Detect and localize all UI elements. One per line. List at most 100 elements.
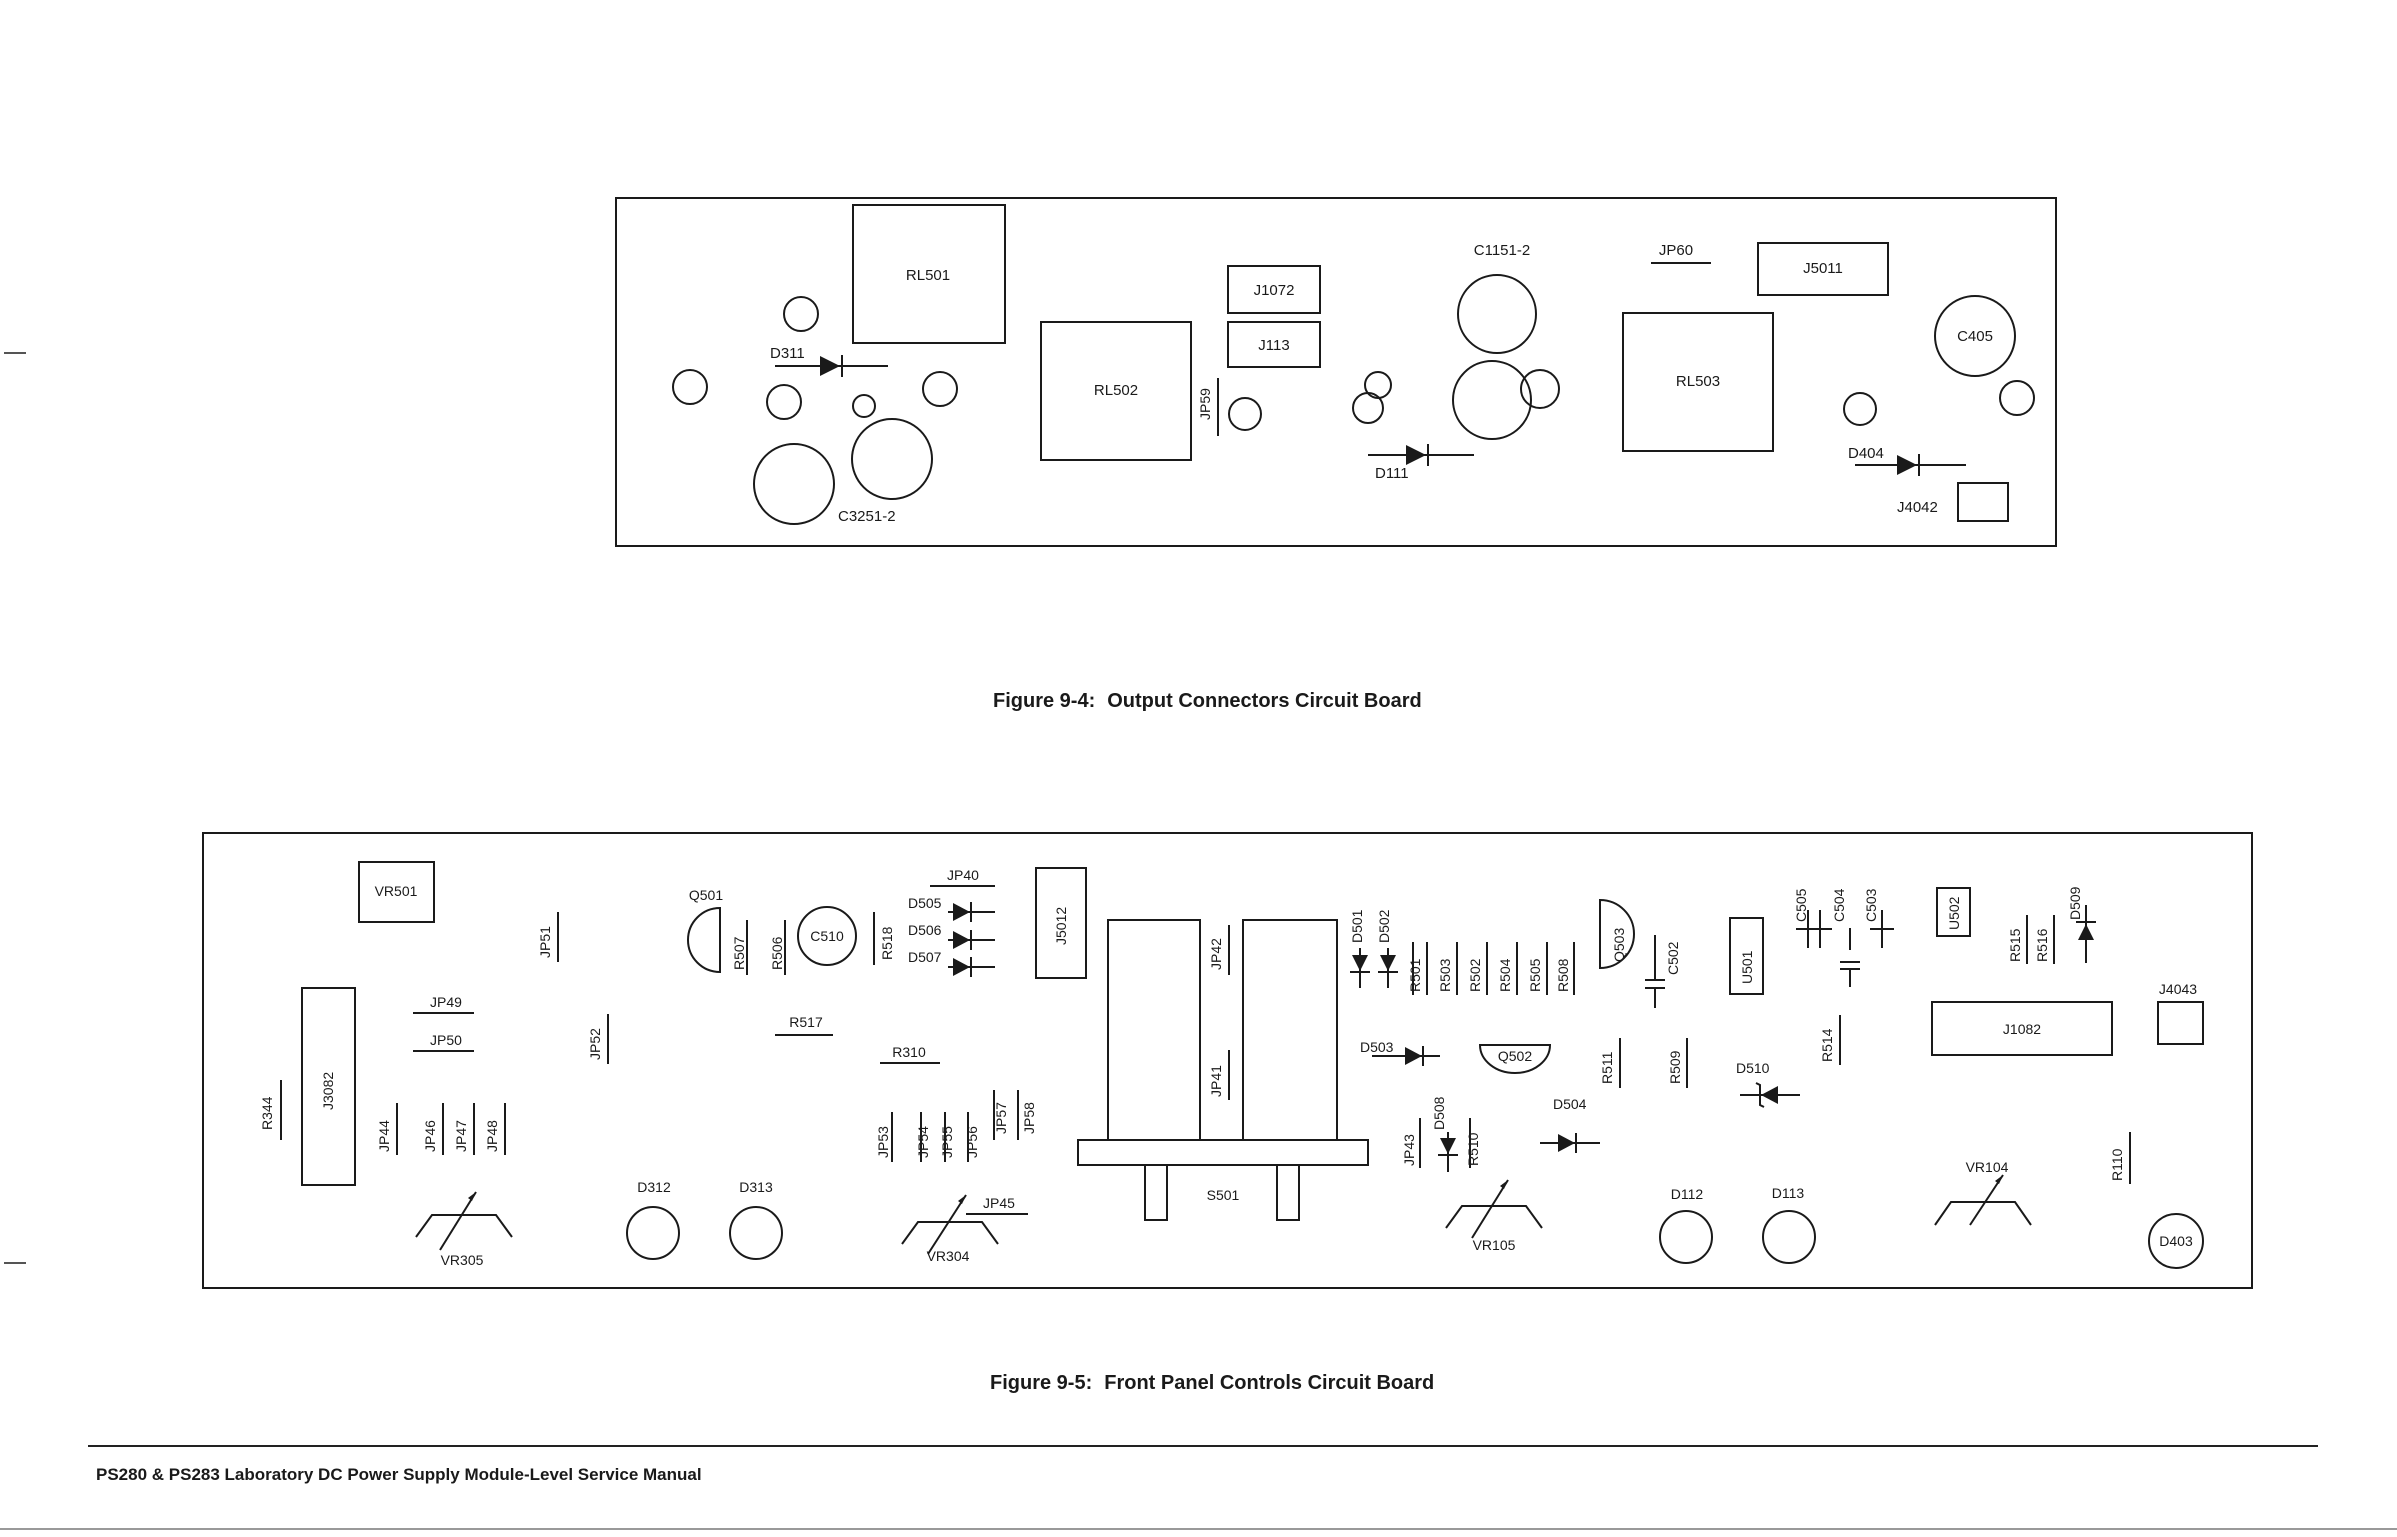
label-c405: C405 <box>1957 328 1993 345</box>
switch-s501-base <box>1077 1139 1369 1166</box>
label-j113: J113 <box>1258 337 1289 354</box>
diode-d505-icon <box>953 903 970 921</box>
page-edge-mark <box>4 352 26 354</box>
label-r502: R502 <box>1467 958 1483 992</box>
label-vr104: VR104 <box>1966 1159 2009 1175</box>
label-jp40: JP40 <box>947 867 979 883</box>
label-j5011: J5011 <box>1803 260 1843 277</box>
diode-d502-icon <box>1380 955 1396 971</box>
page-bottom-rule <box>0 1528 2397 1530</box>
figure-9-5-title: Front Panel Controls Circuit Board <box>1104 1372 1435 1394</box>
figure-9-5-number: Figure 9-5: <box>990 1372 1093 1394</box>
diode-d111-icon <box>1406 445 1426 465</box>
label-r507: R507 <box>731 936 747 970</box>
label-vr305: VR305 <box>441 1252 484 1268</box>
label-d505: D505 <box>908 895 942 911</box>
label-r508: R508 <box>1555 958 1571 992</box>
front-panel-controls-board: VR501 J3082 R344 JP49 JP50 JP44 JP46 JP4… <box>202 832 2253 1289</box>
connector-j3082 <box>301 987 356 1186</box>
trimmer-vr304-icon <box>901 1221 999 1245</box>
label-d501: D501 <box>1349 909 1365 943</box>
connector-j4042 <box>1957 482 2009 522</box>
relay-rl502 <box>1040 321 1192 461</box>
label-c505: C505 <box>1793 888 1809 922</box>
trimmer-vr501 <box>358 861 435 923</box>
capacitor-c1151 <box>1457 274 1537 354</box>
label-r515: R515 <box>2007 928 2023 962</box>
capacitor-c3251 <box>753 443 835 525</box>
connector-j1082 <box>1931 1001 2113 1056</box>
label-c510: C510 <box>810 928 844 944</box>
led-d312 <box>626 1206 680 1260</box>
diode-d311-icon <box>820 356 840 376</box>
label-q502: Q502 <box>1498 1048 1532 1064</box>
diode-d508-icon <box>1440 1138 1456 1154</box>
label-jp56: JP56 <box>964 1126 980 1158</box>
relay-rl501 <box>852 204 1006 344</box>
label-jp44: JP44 <box>376 1120 392 1152</box>
label-jp52: JP52 <box>587 1028 603 1060</box>
label-jp46: JP46 <box>422 1120 438 1152</box>
label-c503: C503 <box>1863 888 1879 922</box>
label-r505: R505 <box>1527 958 1543 992</box>
connector-j4043 <box>2157 1001 2204 1045</box>
label-jp55: JP55 <box>939 1126 955 1158</box>
label-jp59: JP59 <box>1197 388 1213 420</box>
label-d404: D404 <box>1848 445 1884 462</box>
label-c504: C504 <box>1831 888 1847 922</box>
switch-s501-left <box>1107 919 1201 1141</box>
figure-9-5-caption: Figure 9-5: Front Panel Controls Circuit … <box>990 1372 1434 1395</box>
label-r504: R504 <box>1497 958 1513 992</box>
label-j1072: J1072 <box>1254 282 1295 299</box>
label-r518: R518 <box>879 926 895 960</box>
label-jp41: JP41 <box>1208 1065 1224 1097</box>
label-r110: R110 <box>2109 1148 2125 1181</box>
figure-9-4-caption: Figure 9-4: Output Connectors Circuit Boa… <box>993 690 1422 713</box>
output-connectors-board: RL501 RL502 J1072 J113 JP59 C1151-2 D111… <box>615 197 2057 547</box>
transistor-q501 <box>687 906 721 974</box>
diode-d506-icon <box>953 931 970 949</box>
label-jp42: JP42 <box>1208 938 1224 970</box>
diode-d507-icon <box>953 958 970 976</box>
label-jp58: JP58 <box>1021 1102 1037 1134</box>
label-d113: D113 <box>1772 1185 1805 1201</box>
label-j5012: J5012 <box>1053 907 1069 945</box>
transistor-q502 <box>1478 1044 1552 1074</box>
figure-9-4-title: Output Connectors Circuit Board <box>1107 690 1422 712</box>
label-rl501: RL501 <box>906 267 950 284</box>
label-r514: R514 <box>1819 1028 1835 1062</box>
diode-d509-icon <box>2078 924 2094 940</box>
label-d403: D403 <box>2159 1233 2193 1249</box>
label-u502: U502 <box>1946 896 1962 930</box>
connector-j1072 <box>1227 265 1321 314</box>
label-q501: Q501 <box>689 887 723 903</box>
figure-9-4-number: Figure 9-4: <box>993 690 1096 712</box>
label-r501: R501 <box>1407 958 1423 992</box>
label-jp43: JP43 <box>1401 1134 1417 1166</box>
label-d312: D312 <box>637 1179 671 1195</box>
label-d509: D509 <box>2067 886 2083 920</box>
led-d313 <box>729 1206 783 1260</box>
label-jp45: JP45 <box>983 1195 1015 1211</box>
connector-j5012 <box>1035 867 1087 979</box>
footer-rule <box>88 1445 2318 1447</box>
ic-u502 <box>1936 887 1971 937</box>
label-d504: D504 <box>1553 1096 1587 1112</box>
label-r503: R503 <box>1437 958 1453 992</box>
label-j1082: J1082 <box>2003 1021 2041 1037</box>
label-d503: D503 <box>1360 1039 1394 1055</box>
label-jp51: JP51 <box>537 926 553 958</box>
footer-manual-title: PS280 & PS283 Laboratory DC Power Supply… <box>96 1465 702 1484</box>
label-rl503: RL503 <box>1676 373 1720 390</box>
board-outline-fig5 <box>202 832 2253 1289</box>
led-d403 <box>2148 1213 2204 1269</box>
label-r344: R344 <box>259 1096 275 1130</box>
connector-j113 <box>1227 321 1321 368</box>
trimmer-vr105-icon <box>1445 1205 1543 1229</box>
label-jp48: JP48 <box>484 1120 500 1152</box>
label-c1151: C1151-2 <box>1474 242 1530 259</box>
led-d113 <box>1762 1210 1816 1264</box>
label-vr501: VR501 <box>375 883 418 899</box>
transistor-q503 <box>1599 898 1635 970</box>
